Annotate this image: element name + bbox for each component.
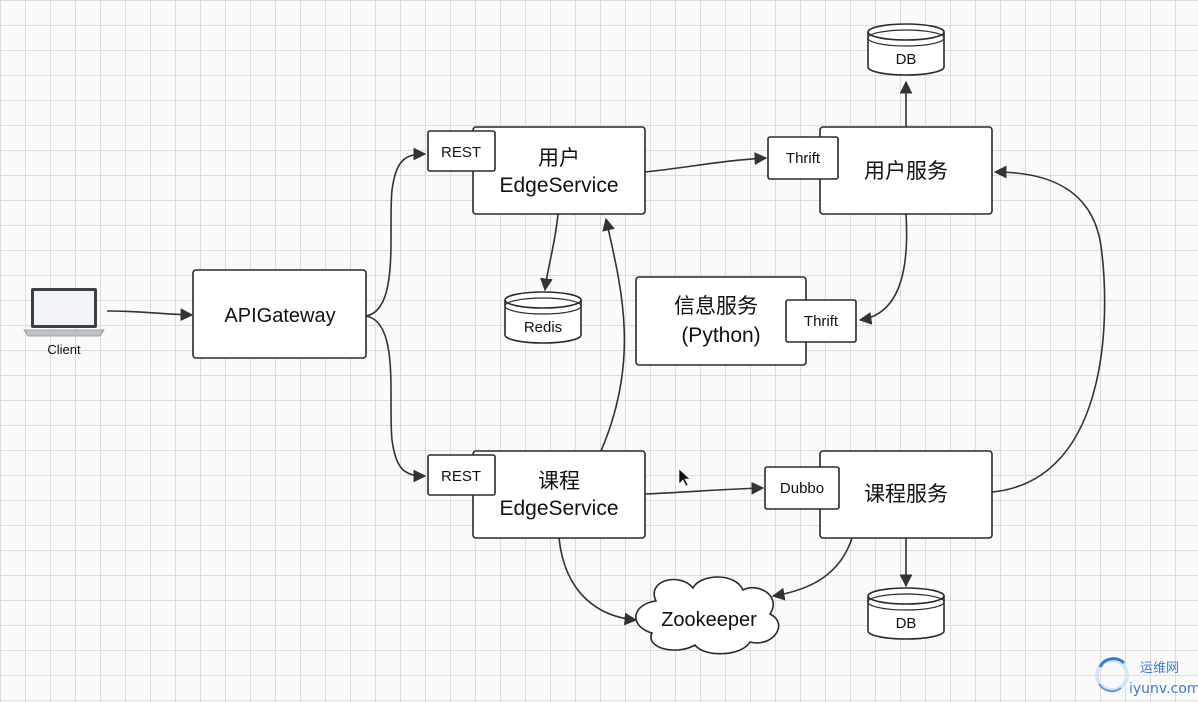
watermark-line1: 运维网 [1140,661,1179,676]
info-service-node: 信息服务 (Python) Thrift [635,276,857,366]
edge-gateway-course-edge [365,315,427,483]
client-label: Client [47,342,81,357]
edge-course-edge-dubbo [644,481,765,495]
mouse-cursor-icon [678,468,691,487]
laptop-icon [23,288,105,337]
edge-user-service-info [858,213,908,325]
info-service-line1: 信息服务 [674,295,758,318]
course-edge-service-node: 课程 EdgeService REST [427,450,646,539]
user-edge-line1: 用户 [538,147,580,170]
info-service-thrift-label: Thrift [804,313,839,330]
db-course-label: DB [896,615,917,632]
course-service-dubbo-label: Dubbo [780,480,824,497]
watermark-logo-icon [1095,657,1129,693]
info-service-line2: (Python) [681,324,760,347]
info-service-thrift-tag [785,299,857,343]
user-edge-line2: EdgeService [499,174,618,197]
redis-label: Redis [524,319,562,336]
edge-course-edge-user-edge [600,217,626,452]
course-edge-rest-tag [427,454,496,496]
edge-course-service-user-service [991,165,1106,493]
zookeeper-label: Zookeeper [661,609,757,631]
api-gateway-label: APIGateway [224,305,335,327]
db-user-label: DB [896,51,917,68]
user-edge-rest-tag [427,130,496,172]
user-service-thrift-tag [767,136,839,180]
client-node: Client [23,288,105,357]
course-service-node: 课程服务 Dubbo [764,450,993,539]
user-edge-service-node: 用户 EdgeService REST [427,126,646,215]
edge-client-gateway [106,308,194,322]
watermark-line2: iyunv.com [1129,681,1198,697]
watermark: 运维网 iyunv.com [1095,657,1198,697]
edge-user-edge-thrift [644,152,768,173]
course-service-dubbo-tag [764,466,840,510]
api-gateway-node: APIGateway [192,269,367,359]
user-service-thrift-label: Thrift [786,150,821,167]
edge-gateway-user-edge [365,147,427,317]
edge-user-edge-redis [540,213,559,292]
redis-database-icon: Redis [504,291,582,344]
course-edge-rest-label: REST [441,468,481,485]
edge-course-service-zookeeper [771,537,853,601]
zookeeper-cloud-icon: Zookeeper [635,576,780,655]
edge-course-edge-zookeeper [558,537,638,626]
course-edge-line1: 课程 [538,470,580,493]
db-user-database-icon: DB [867,23,945,76]
user-edge-rest-label: REST [441,144,481,161]
course-edge-line2: EdgeService [499,497,618,520]
db-course-database-icon: DB [867,587,945,640]
user-service-node: 用户服务 Thrift [767,126,993,215]
user-service-label: 用户服务 [864,160,948,183]
edges [106,80,1106,626]
course-service-label: 课程服务 [864,483,948,506]
